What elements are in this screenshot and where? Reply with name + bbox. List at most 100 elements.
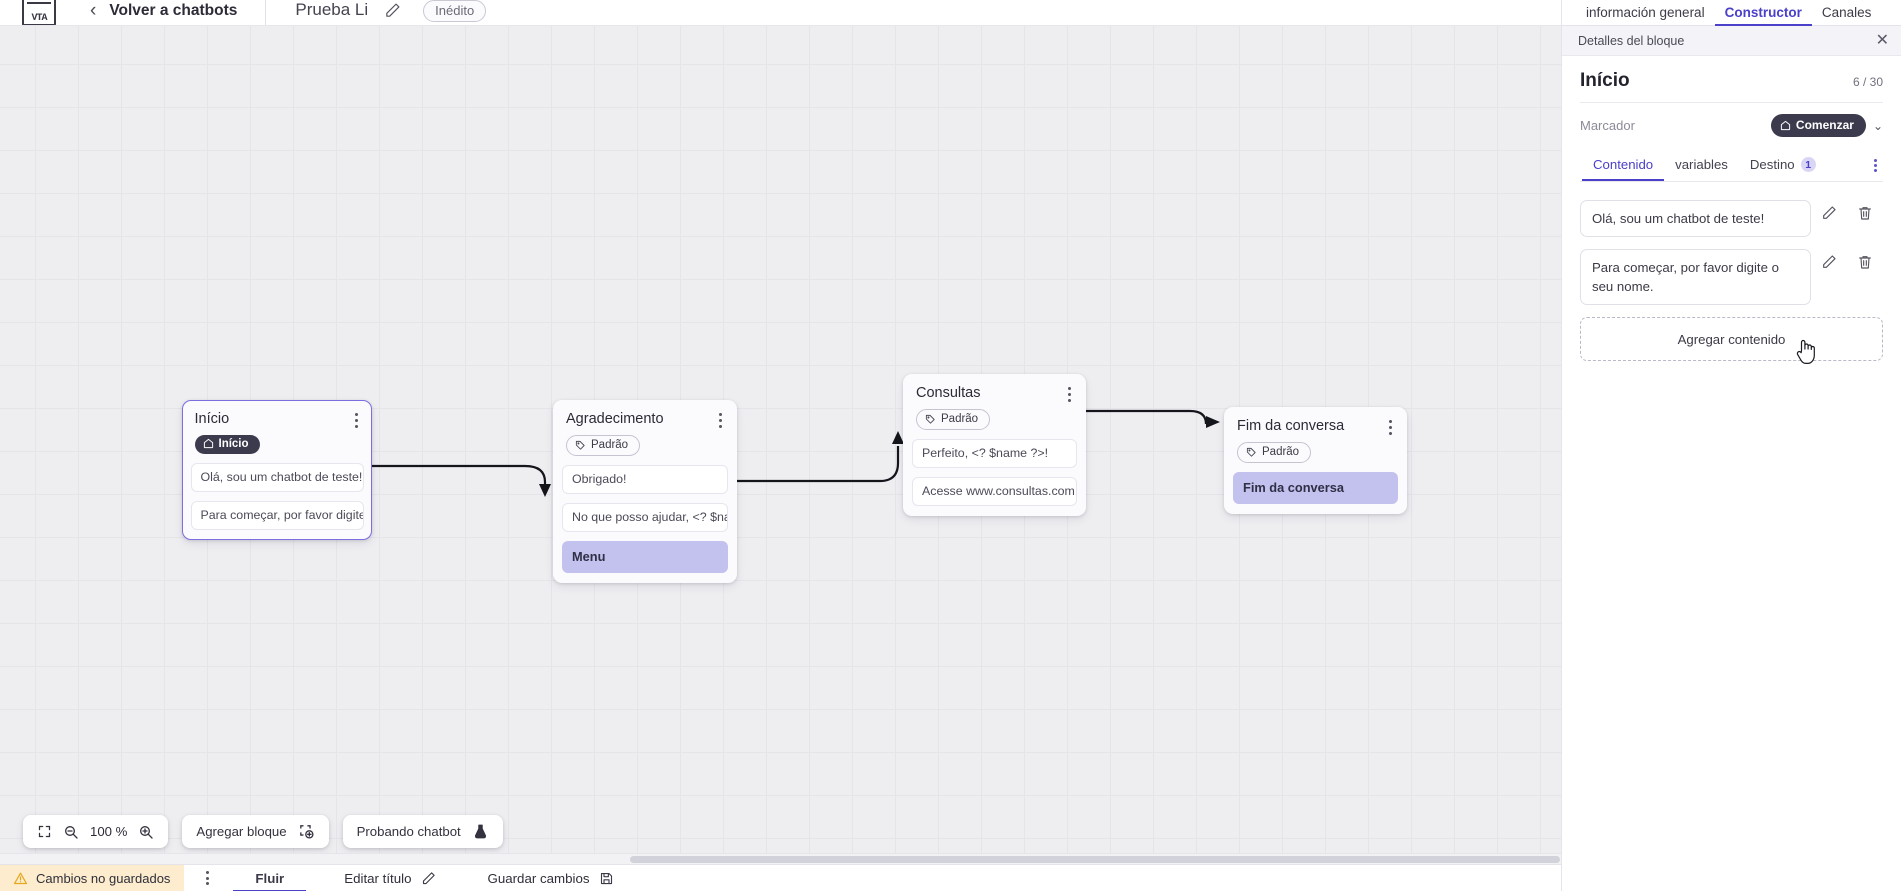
node-badge-start: Início xyxy=(194,434,260,454)
node-menu-icon[interactable] xyxy=(1062,383,1077,402)
node-menu-icon[interactable] xyxy=(349,409,364,428)
node-title: Início xyxy=(194,410,230,427)
panel-inner-tabs: Contenido variables Destino 1 xyxy=(1580,149,1883,182)
home-icon xyxy=(203,438,213,449)
tab-fluir-label: Fluir xyxy=(255,870,285,886)
node-badge-label: Início xyxy=(218,437,249,450)
pencil-icon[interactable] xyxy=(1811,249,1847,270)
zoom-in-icon[interactable] xyxy=(138,824,154,840)
flow-node-inicio[interactable]: Início Início Olá, sou um chatbot de tes… xyxy=(182,400,372,540)
flask-icon xyxy=(472,823,489,840)
unsaved-changes-indicator: Cambios no guardados xyxy=(0,864,185,891)
panel-title-row: Início 6 / 30 xyxy=(1580,56,1883,102)
flow-node-fim-da-conversa[interactable]: Fim da conversa Padrão Fim da conversa xyxy=(1224,407,1407,514)
node-badge-default: Padrão xyxy=(1237,442,1312,463)
pencil-icon xyxy=(421,871,436,886)
bottom-bar: Cambios no guardados Fluir Editar título… xyxy=(0,864,1561,891)
home-icon xyxy=(1780,120,1791,130)
scrollbar-thumb[interactable] xyxy=(630,856,1560,863)
node-body: Perfeito, <? $name ?>! Acesse www.consul… xyxy=(912,439,1077,506)
marker-badge[interactable]: Comenzar xyxy=(1770,114,1866,137)
block-details-panel: información general Constructor Canales … xyxy=(1561,0,1901,891)
tab-canales[interactable]: Canales xyxy=(1821,5,1872,20)
marker-row: Marcador Comenzar ⌄ xyxy=(1580,103,1883,149)
test-chatbot-button[interactable]: Probando chatbot xyxy=(342,815,503,848)
zoom-out-icon[interactable] xyxy=(63,824,79,840)
tag-icon xyxy=(1246,447,1256,457)
tab-destino-label: Destino xyxy=(1749,157,1795,172)
canvas-horizontal-scrollbar[interactable] xyxy=(0,853,1561,864)
add-content-label: Agregar contenido xyxy=(1677,331,1786,347)
node-menu-icon[interactable] xyxy=(713,409,728,428)
tab-informacion-general[interactable]: información general xyxy=(1586,5,1705,20)
node-message[interactable]: Obrigado! xyxy=(562,465,728,494)
warning-triangle-icon xyxy=(13,871,28,886)
close-icon[interactable]: ✕ xyxy=(1875,31,1889,49)
node-badge-label: Padrão xyxy=(1262,446,1300,458)
node-message[interactable]: Para começar, por favor digite o ... xyxy=(190,501,364,530)
content-item: Para começar, por favor digite o seu nom… xyxy=(1580,249,1883,306)
panel-subbar-title: Detalles del bloque xyxy=(1578,33,1685,48)
tab-contenido[interactable]: Contenido xyxy=(1582,149,1664,181)
node-header: Início xyxy=(191,409,364,428)
add-block-icon xyxy=(298,823,315,840)
save-changes-label: Guardar cambios xyxy=(487,870,590,886)
top-header: VTA ‹ Volver a chatbots Prueba Li Inédit… xyxy=(0,0,1561,26)
destino-count-badge: 1 xyxy=(1800,157,1816,172)
connector-edges xyxy=(372,409,1220,497)
node-message[interactable]: Olá, sou um chatbot de teste! xyxy=(190,463,364,492)
tab-destino[interactable]: Destino 1 xyxy=(1739,149,1827,181)
tab-variables[interactable]: variables xyxy=(1664,149,1739,181)
panel-top-tabs: información general Constructor Canales xyxy=(1562,0,1901,26)
panel-divider xyxy=(1580,102,1883,103)
canvas-toolbar: 100 % Agregar bloque Probando chatb xyxy=(23,815,503,848)
node-message[interactable]: Perfeito, <? $name ?>! xyxy=(912,439,1077,468)
flow-node-consultas[interactable]: Consultas Padrão Perfeito, <? $name ?>! … xyxy=(903,374,1086,516)
node-message-menu[interactable]: Menu xyxy=(562,541,728,573)
node-message-menu[interactable]: Fim da conversa xyxy=(1233,472,1398,504)
node-message[interactable]: No que posso ajudar, <? $name ... xyxy=(562,503,728,532)
fit-screen-icon[interactable] xyxy=(37,824,52,839)
zoom-level: 100 % xyxy=(90,824,128,839)
edit-title-label: Editar título xyxy=(344,870,412,886)
trash-icon[interactable] xyxy=(1847,200,1883,221)
node-header: Fim da conversa xyxy=(1233,416,1398,435)
flow-canvas[interactable]: Início Início Olá, sou um chatbot de tes… xyxy=(0,26,1561,864)
panel-overflow-menu-icon[interactable] xyxy=(1868,158,1883,172)
add-content-button[interactable]: Agregar contenido xyxy=(1580,317,1883,362)
node-title: Agradecimento xyxy=(566,411,664,427)
block-title: Início xyxy=(1580,70,1630,91)
status-badge: Inédito xyxy=(423,0,487,22)
tab-constructor[interactable]: Constructor xyxy=(1715,0,1812,26)
app-logo-icon[interactable]: VTA xyxy=(22,0,56,25)
content-text[interactable]: Para começar, por favor digite o seu nom… xyxy=(1580,249,1811,306)
trash-icon[interactable] xyxy=(1847,249,1883,270)
save-disk-icon xyxy=(599,871,614,886)
bottom-overflow-menu-icon[interactable] xyxy=(206,871,210,885)
node-body: Fim da conversa xyxy=(1233,472,1398,504)
marker-badge-label: Comenzar xyxy=(1795,118,1854,132)
save-changes-button[interactable]: Guardar cambios xyxy=(474,865,628,891)
back-to-chatbots-link[interactable]: Volver a chatbots xyxy=(109,1,238,19)
add-block-button[interactable]: Agregar bloque xyxy=(182,815,329,848)
node-title: Fim da conversa xyxy=(1237,418,1345,434)
pencil-icon[interactable] xyxy=(384,2,401,19)
node-message[interactable]: Acesse www.consultas.com par... xyxy=(912,477,1077,506)
node-menu-icon[interactable] xyxy=(1383,416,1398,435)
marker-label: Marcador xyxy=(1580,118,1635,133)
flow-node-agradecimento[interactable]: Agradecimento Padrão Obrigado! No que po… xyxy=(553,400,737,583)
tab-fluir[interactable]: Fluir xyxy=(233,865,306,891)
node-badge-default: Padrão xyxy=(566,435,641,456)
unsaved-changes-label: Cambios no guardados xyxy=(36,870,171,886)
edit-title-button[interactable]: Editar título xyxy=(330,865,449,891)
marker-control[interactable]: Comenzar ⌄ xyxy=(1770,114,1883,137)
node-badge-label: Padrão xyxy=(941,413,979,425)
node-badge-label: Padrão xyxy=(591,439,629,451)
pencil-icon[interactable] xyxy=(1811,200,1847,221)
panel-body: Início 6 / 30 Marcador Comenzar ⌄ xyxy=(1562,56,1901,362)
content-text[interactable]: Olá, sou um chatbot de teste! xyxy=(1580,200,1811,238)
tab-variables-label: variables xyxy=(1675,157,1728,172)
chevron-down-icon[interactable]: ⌄ xyxy=(1872,118,1883,133)
chevron-left-icon[interactable]: ‹ xyxy=(90,0,97,21)
content-list: Olá, sou um chatbot de teste! Para começ… xyxy=(1580,182,1883,362)
